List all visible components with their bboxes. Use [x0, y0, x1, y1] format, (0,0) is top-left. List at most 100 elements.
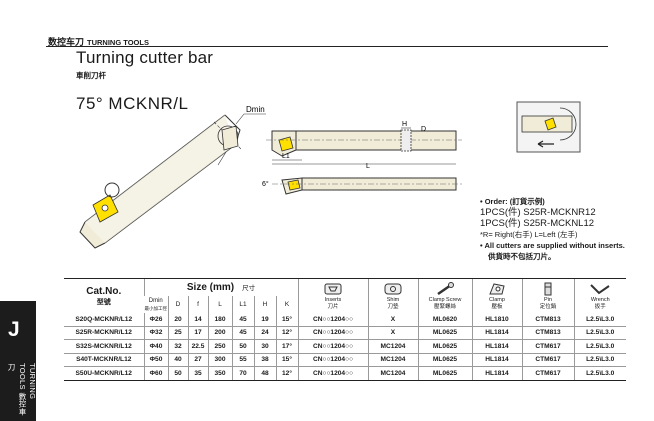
- cell-cat-no: S50U-MCKNR/L12: [64, 366, 144, 381]
- cell-l1: 55: [231, 353, 254, 367]
- cell-pin: CTM617: [521, 366, 574, 381]
- technical-drawing: Dmin H D L1 L 6°: [79, 101, 581, 249]
- wrench-label: Wrench: [590, 297, 610, 303]
- cell-h: 19: [253, 313, 276, 327]
- cell-h: 48: [253, 366, 276, 381]
- cell-f: 27: [187, 353, 208, 367]
- cell-shim: X: [367, 313, 418, 327]
- cell-f: 22.5: [187, 339, 208, 354]
- cell-l: 250: [207, 339, 232, 354]
- cell-clamp: HL1814: [471, 366, 522, 381]
- cell-clamp-screw: ML0625: [417, 366, 472, 381]
- screw-icon: [437, 282, 454, 296]
- cell-shim: X: [367, 326, 418, 340]
- cell-f: 17: [187, 326, 208, 340]
- clamp-screw-label: Clamp Screw: [428, 297, 462, 303]
- size-cn: 尺寸: [242, 285, 256, 292]
- cell-dmin: Φ40: [143, 339, 168, 354]
- cell-l: 200: [207, 326, 232, 340]
- wrench-cn: 扳手: [594, 303, 606, 310]
- order-heading: Order: (訂貨示例): [484, 197, 545, 206]
- cell-dmin: Φ50: [143, 353, 168, 367]
- cell-k: 17°: [275, 339, 298, 354]
- cell-wrench: L2.5\L3.0: [573, 339, 626, 354]
- arrow-left-icon: [537, 140, 554, 148]
- cell-clamp: HL1814: [471, 339, 522, 354]
- dmin-header: Dmin 最小加工徑: [144, 296, 168, 313]
- cell-shim: MC1204: [367, 366, 418, 381]
- cat-no-header: Cat.No. 型號: [64, 278, 144, 313]
- clamp-label: Clamp: [489, 297, 505, 303]
- cell-pin: CTM617: [521, 353, 574, 367]
- dmin-label: Dmin: [246, 105, 265, 114]
- d-label: D: [421, 126, 426, 133]
- cell-clamp-screw: ML0620: [417, 313, 472, 327]
- inset-thumbnail: [516, 101, 581, 153]
- cell-clamp: HL1814: [471, 326, 522, 340]
- order-line-2: 1PCS(件) S25R-MCKNL12: [480, 218, 595, 229]
- shim-icon: [384, 283, 402, 295]
- insert-top-icon: [278, 136, 294, 152]
- dmin-header-cn: 最小加工徑: [144, 305, 168, 311]
- size-label: Size (mm): [186, 282, 235, 293]
- cell-insert: CN○○1204○○: [297, 326, 368, 340]
- header-divider: [46, 46, 608, 47]
- cell-l1: 45: [231, 326, 254, 340]
- clamp-screw-header: Clamp Screw 壓緊螺絲: [417, 278, 472, 313]
- clamp-icon: [489, 283, 505, 295]
- detail-view: [79, 114, 241, 249]
- cell-f: 35: [187, 366, 208, 381]
- page-subtitle: 車削刀杆: [76, 71, 106, 80]
- side-tab-text: TURNING TOOLS 數控車刀: [7, 363, 37, 416]
- clamp-cn: 壓板: [491, 303, 503, 310]
- cell-d: 20: [167, 313, 188, 327]
- cell-k: 12°: [275, 366, 298, 381]
- order-note-cn: 供貨時不包括刀片。: [488, 252, 556, 261]
- cell-wrench: L2.5\L3.0: [573, 366, 626, 381]
- cell-insert: CN○○1204○○: [297, 313, 368, 327]
- shim-label: Shim: [386, 297, 400, 303]
- pin-label: Pin: [544, 297, 552, 303]
- cell-pin: CTM813: [521, 326, 574, 340]
- section-header-cn: 数控车刀: [48, 37, 85, 47]
- wrench-icon: [590, 284, 610, 295]
- clamp-screw-cn: 壓緊螺絲: [433, 303, 456, 310]
- cat-no-cn: 型號: [96, 298, 111, 306]
- cell-dmin: Φ32: [143, 326, 168, 340]
- model-heading: 75° MCKNR/L: [76, 94, 189, 113]
- shim-header: Shim 刀墊: [367, 278, 418, 313]
- order-note-en: All cutters are supplied without inserts…: [484, 241, 625, 250]
- col-d: D: [167, 296, 188, 313]
- cell-f: 14: [187, 313, 208, 327]
- insert-icon: [324, 283, 342, 295]
- h-label: H: [402, 121, 407, 128]
- pin-cn: 定位銷: [539, 303, 557, 310]
- cell-wrench: L2.5\L3.0: [573, 353, 626, 367]
- side-view: 6°: [262, 177, 462, 195]
- cell-dmin: Φ60: [143, 366, 168, 381]
- cell-pin: CTM813: [521, 313, 574, 327]
- cell-wrench: L2.5\L3.0: [573, 326, 626, 340]
- col-f: f: [187, 296, 208, 313]
- side-tab: J TURNING TOOLS 數控車刀: [0, 301, 37, 421]
- top-view: H D L1 L: [266, 121, 462, 170]
- angle-label: 6°: [262, 180, 269, 188]
- cell-k: 15°: [275, 353, 298, 367]
- cell-wrench: L2.5\L3.0: [573, 313, 626, 327]
- size-header: Size (mm) 尺寸: [143, 278, 298, 296]
- order-example: • Order: (訂貨示例) 1PCS(件) S25R-MCKNR12 1PC…: [480, 197, 625, 261]
- shim-cn: 刀墊: [387, 303, 399, 310]
- cell-d: 25: [167, 326, 188, 340]
- cell-k: 15°: [275, 313, 298, 327]
- l-label: L: [366, 163, 370, 170]
- cell-cat-no: S40T-MCKNR/L12: [64, 353, 144, 367]
- pin-header: Pin 定位銷: [521, 278, 574, 313]
- spec-table: Cat.No. 型號 Size (mm)尺寸 Inserts 刀片 Shim 刀…: [64, 278, 626, 381]
- col-k: K: [275, 296, 298, 313]
